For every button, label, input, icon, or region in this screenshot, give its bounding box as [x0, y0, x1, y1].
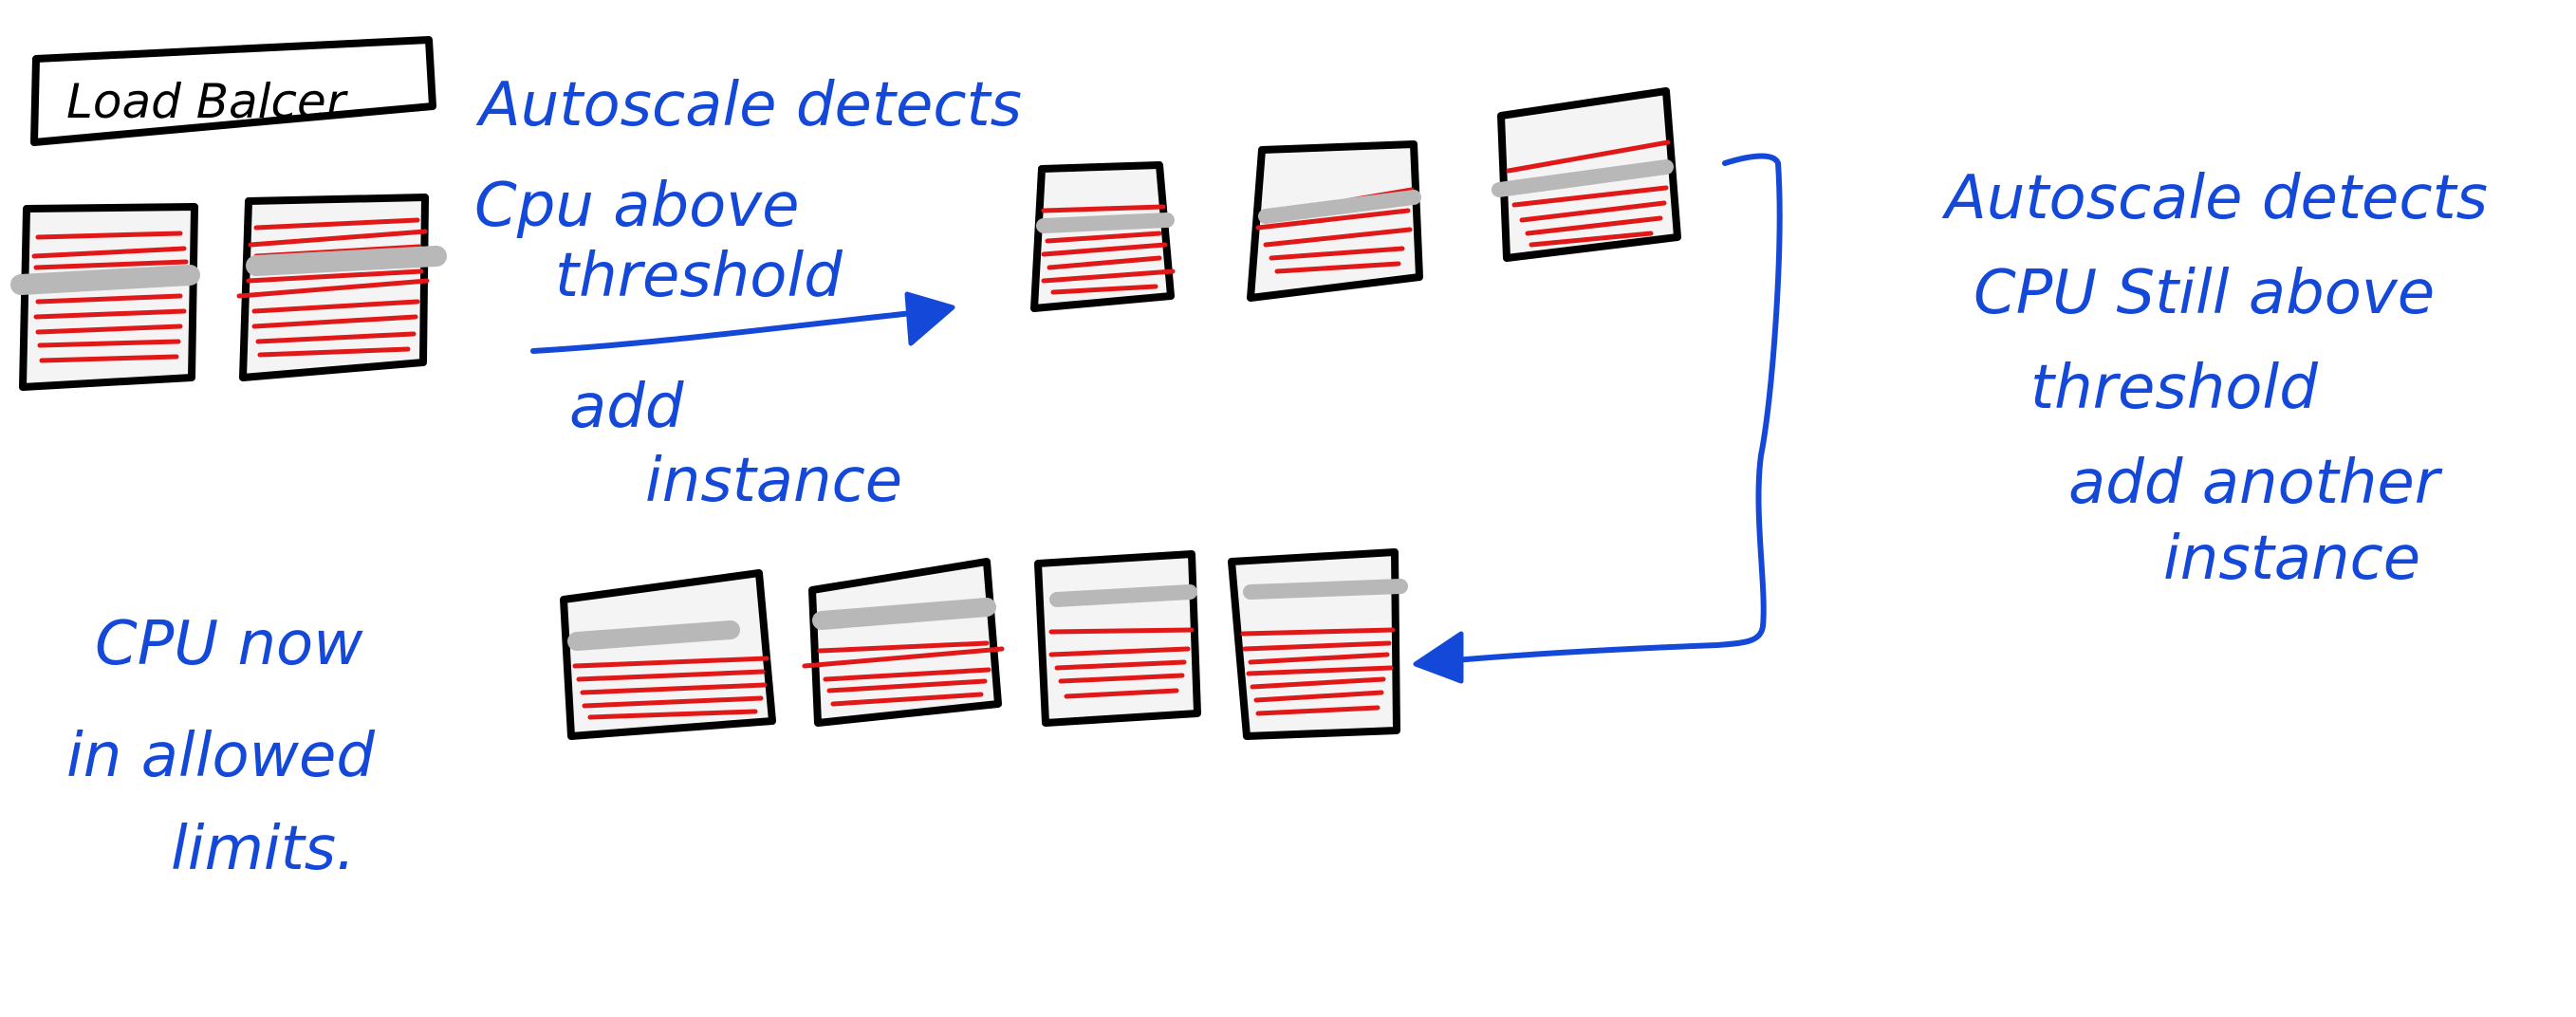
instance-1 [10, 203, 200, 391]
instance-2 [1247, 140, 1423, 302]
svg-text:threshold: threshold [2030, 353, 2318, 423]
threshold-line [567, 620, 740, 651]
annotation-action-1: add instance [569, 372, 902, 516]
svg-text:threshold: threshold [555, 241, 843, 311]
threshold-line [246, 246, 447, 276]
instance-2 [802, 558, 1005, 727]
svg-text:in allowed: in allowed [66, 721, 375, 791]
cpu-load-indicator [1506, 139, 1671, 248]
initial-instances [10, 194, 447, 391]
cpu-load-indicator [802, 640, 1005, 707]
threshold-line [1492, 159, 1674, 197]
instance-1 [560, 569, 776, 740]
four-instances [560, 548, 1408, 740]
instance-1 [1030, 161, 1176, 312]
svg-text:add another: add another [2068, 448, 2443, 518]
three-instances [1030, 87, 1681, 312]
svg-text:CPU Still above: CPU Still above [1974, 258, 2435, 328]
threshold-line [10, 265, 200, 295]
cpu-load-indicator [1048, 627, 1195, 699]
svg-text:Cpu above: Cpu above [474, 171, 799, 241]
cpu-load-indicator [1240, 627, 1396, 716]
svg-text:limits.: limits. [171, 814, 355, 884]
instance-3 [1492, 87, 1681, 262]
annotation-scale-out-1: Autoscale detects Cpu above threshold [474, 70, 1022, 311]
cpu-load-indicator [572, 656, 769, 720]
cpu-load-indicator [1041, 204, 1176, 295]
instance-4 [1228, 548, 1408, 740]
threshold-line [1049, 584, 1197, 607]
svg-text:CPU now: CPU now [95, 609, 363, 679]
load-balancer-label: Load Balcer [66, 74, 349, 129]
instance-3 [1034, 550, 1201, 727]
svg-text:instance: instance [2163, 524, 2420, 594]
arrow-to-three-instances [530, 291, 955, 354]
threshold-line [1258, 190, 1421, 224]
annotation-scale-out-2: Autoscale detects CPU Still above thresh… [1941, 163, 2488, 594]
threshold-line [812, 598, 996, 630]
svg-text:Autoscale detects: Autoscale detects [1941, 163, 2488, 233]
svg-text:add: add [569, 372, 684, 442]
cpu-load-indicator [31, 231, 189, 363]
svg-text:Autoscale detects: Autoscale detects [475, 70, 1022, 140]
load-balancer: Load Balcer [30, 36, 436, 146]
instance-2 [236, 194, 447, 381]
threshold-line [1036, 213, 1175, 233]
threshold-line [1243, 579, 1408, 600]
annotation-final-state: CPU now in allowed limits. [66, 609, 375, 884]
svg-text:instance: instance [645, 446, 902, 516]
arrow-to-four-instances [1413, 153, 1783, 684]
